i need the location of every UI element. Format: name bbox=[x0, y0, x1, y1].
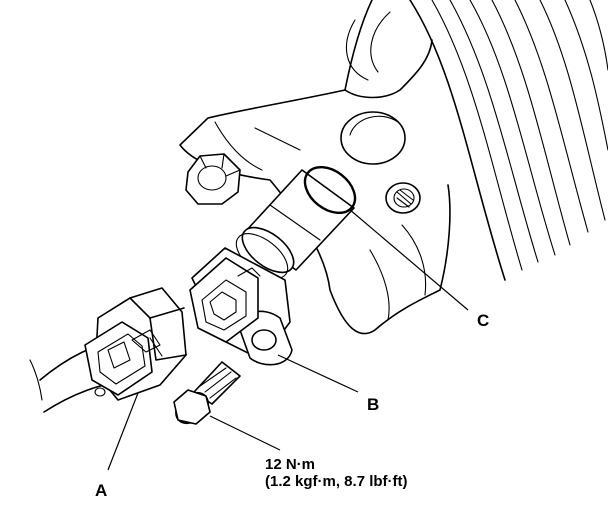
o-ring-c bbox=[303, 165, 357, 215]
torque-conversion: (1.2 kgf·m, 8.7 lbf·ft) bbox=[265, 473, 408, 490]
mounting-bolt bbox=[173, 361, 241, 425]
leader-b bbox=[277, 354, 359, 393]
harness-connector-a bbox=[84, 287, 187, 401]
leader-lines bbox=[107, 208, 469, 471]
callout-b: B bbox=[367, 395, 379, 414]
callout-c: C bbox=[477, 311, 489, 330]
leader-torque bbox=[209, 415, 281, 451]
callout-a: A bbox=[95, 481, 107, 500]
hex-nut bbox=[185, 153, 241, 205]
torque-value: 12 N·m bbox=[265, 456, 315, 473]
leader-a bbox=[107, 392, 139, 471]
sensor-b bbox=[189, 165, 357, 366]
threaded-hole bbox=[385, 182, 421, 214]
brake-disc bbox=[409, 0, 608, 281]
knuckle-bore bbox=[340, 111, 406, 165]
leader-c bbox=[348, 208, 469, 311]
